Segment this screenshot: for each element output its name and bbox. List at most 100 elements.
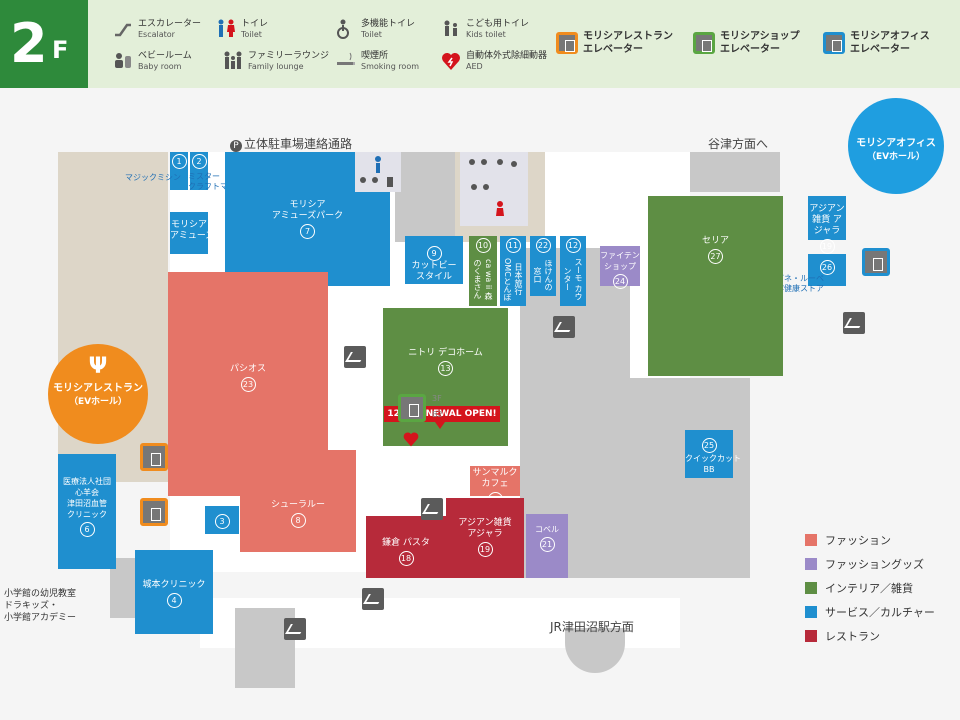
shop-12[interactable]: 12 スーモ カウンター [560,236,586,306]
shop-26[interactable]: 26 [808,254,846,286]
shop-25[interactable]: 25 クイックカット BB [685,430,741,478]
bubble-subtitle: （EVホール） [68,397,128,407]
shop-24[interactable]: ファイテン ショップ 24 [600,246,640,289]
legend-office-elevator: モリシアオフィスエレベーター [823,30,930,56]
floor-map: 1 マジックミシン 2 ミスター クラフトマン モリシア アミューズパーク モリ… [0,88,960,720]
legend-label: モリシアオフィス [850,31,930,42]
legend-shop-elevator: モリシアショップエレベーター [693,30,800,56]
legend-restaurant-elevator: モリシアレストランエレベーター [556,30,673,56]
shop-number: 11 [505,238,521,253]
shop-name: サンマルクカフェ [472,468,518,489]
legend-label: モリシアショップ [720,31,800,42]
escalator-icon [115,23,131,37]
building-block [630,378,750,578]
shop-name: 日本旅行 OMCとんぼ [503,257,523,301]
building-block [395,152,455,242]
legend-label: ファッション [825,534,891,547]
shop-number: 7 [300,224,315,239]
shop-number: 12 [565,238,581,253]
shop-4[interactable]: 城本クリニック 4 [135,550,213,634]
legend-item-fashion-goods: ファッショングッズ [805,552,935,576]
shop-6[interactable]: 医療法人社団 心羊会 津田沼血管 クリニック 6 [58,454,116,569]
legend-label: ベビールーム [138,50,192,61]
shop-3[interactable]: 3 [205,506,239,534]
shop-16[interactable]: サンマルクカフェ 17 [470,466,520,507]
family-lounge-icon [224,51,242,69]
shop-name: ニトリ デコホーム [408,348,483,358]
toilet-icon [355,152,401,192]
shop-number: 13 [438,361,453,376]
shop-name: アジアン雑貨 アジャラ [809,204,845,236]
shop-18[interactable]: アジアン雑貨 アジャラ 19 [446,498,524,578]
smoking-icon [337,52,355,65]
shop-name: セリア [701,236,729,246]
shop-name: コベル [535,525,559,534]
shop-11[interactable]: 11 日本旅行 OMCとんぼ [500,236,526,306]
office-ev-hall-bubble: モリシアオフィス （EVホール） [848,98,944,194]
shop-name: シューラルー [270,500,325,510]
jr-station-direction-label: JR津田沼駅方面 [550,620,634,634]
kids-school-label: 小学館の幼児教室 ドラキッズ・ 小学館アカデミー [4,589,77,623]
shop-name: モリシア アミューズパーク [271,200,344,221]
legend-label-en: Toilet [241,29,262,39]
shop-9[interactable]: 9 カットビー スタイル [405,236,463,284]
shop-10[interactable]: 10 ca wa ii 森のくまさん [469,236,497,306]
aed-icon [442,53,460,70]
shop-27[interactable]: セリア 27 [648,196,783,376]
shop-2[interactable]: 2 [190,152,208,190]
shop-number: 1 [171,154,187,169]
shop-21[interactable]: アジアン雑貨 アジャラ 19 [808,196,846,254]
legend-item-interior: インテリア／雑貨 [805,576,935,600]
shop-name: 鎌倉 パスタ [382,538,430,548]
shop-8[interactable]: シューラルー 8 [240,450,356,552]
legend-label: エレベーター [850,44,910,55]
legend-label-en: Escalator [138,29,175,39]
shop-number: 27 [708,249,723,264]
floor-badge: 2 F [0,0,88,88]
building-block [690,152,780,192]
restaurant-elevator-upper[interactable] [140,443,168,471]
shop-1-label: マジックミシン [125,173,181,182]
legend-label: モリシアレストラン [583,31,673,42]
restaurant-elevator-lower[interactable] [140,498,168,526]
floor-unit: F [52,36,69,64]
shop-22[interactable]: 22 ほけんの 窓口 [530,236,556,296]
restaurant-ev-hall-bubble: Ψ モリシアレストラン （EVホール） [48,344,148,444]
legend-item-restaurant: レストラン [805,624,935,648]
shop-amuse-small[interactable]: モリシア アミューズパーク [170,212,241,254]
office-elevator[interactable] [862,248,890,276]
floor-3f-label: 3F [432,394,442,403]
legend-label: インテリア／雑貨 [825,582,913,595]
bubble-subtitle: （EVホール） [866,152,926,162]
floor-b2-label: B2 [432,410,443,419]
legend-label: ファミリーラウンジ [248,50,330,61]
shop-number: 19 [477,542,493,557]
shop-number: 6 [79,522,95,537]
legend-label: エレベーター [720,44,780,55]
shop-19[interactable]: コベル 21 [526,514,568,578]
shop-17[interactable]: 鎌倉 パスタ 18 [366,516,446,578]
parking-icon: P [230,140,242,152]
shop-1[interactable]: 1 [170,152,188,190]
shop-13[interactable]: ニトリ デコホーム 13 [383,308,508,446]
shop-2-label: ミスター クラフトマン [188,172,236,191]
shop-name: スーモ カウンター [563,257,583,301]
category-legend: ファッション ファッショングッズ インテリア／雑貨 サービス／カルチャー レスト… [805,528,935,648]
legend-swatch [805,582,817,594]
legend-label: サービス／カルチャー [825,606,935,619]
escalator-icon [362,588,384,610]
legend-label: 自動体外式除細動器 [466,50,548,61]
shop-number: 9 [426,246,442,261]
shop-number: 3 [214,514,230,529]
shop-elevator[interactable] [398,394,426,422]
shop-name: ファイテン ショップ [600,251,640,271]
legend-swatch [805,606,817,618]
bubble-title: モリシアオフィス [856,138,936,149]
fork-knife-icon: Ψ [88,354,108,379]
